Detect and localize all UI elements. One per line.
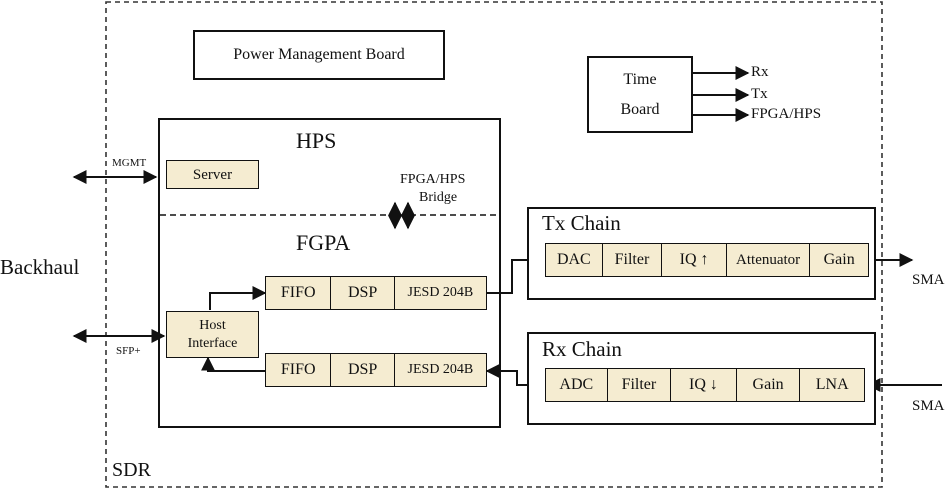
rx-chain-blocks: ADC Filter IQ ↓ Gain LNA (545, 368, 865, 402)
time-board-line2: Board (620, 100, 660, 118)
fpga-tx-path: FIFO DSP JESD 204B (265, 276, 487, 310)
sfp-label: SFP+ (116, 345, 141, 357)
bridge-label-line1: FPGA/HPS (400, 172, 466, 187)
adc-block: ADC (546, 369, 608, 401)
dac-block: DAC (546, 244, 603, 276)
tx-chain-blocks: DAC Filter IQ ↑ Attenuator Gain (545, 243, 869, 277)
tx-filter-block: Filter (602, 244, 663, 276)
power-board-label: Power Management Board (233, 46, 405, 63)
server-block: Server (166, 160, 259, 189)
rx-gain-block: Gain (736, 369, 801, 401)
server-label: Server (192, 166, 233, 183)
bridge-label-line2: Bridge (419, 190, 458, 205)
rx-dsp-block: DSP (331, 354, 395, 386)
iq-up-block: IQ ↑ (662, 244, 727, 276)
tx-dsp-block: DSP (331, 277, 395, 309)
sdr-boundary (105, 1, 883, 488)
tx-sma-label: SMA (912, 272, 945, 288)
time-output-rx: Rx (751, 64, 769, 80)
time-output-tx: Tx (751, 86, 768, 102)
lna-block: LNA (800, 369, 864, 401)
tx-fifo-block: FIFO (266, 277, 332, 309)
backhaul-label: Backhaul (0, 255, 80, 279)
rx-jesd-block: JESD 204B (394, 354, 486, 386)
tx-gain-block: Gain (810, 244, 868, 276)
fpga-rx-path: FIFO DSP JESD 204B (265, 353, 487, 387)
iq-down-block: IQ ↓ (671, 369, 737, 401)
host-interface-line2: Interface (187, 335, 238, 351)
tx-chain-title: Tx Chain (542, 211, 621, 235)
rx-fifo-to-host (201, 356, 265, 372)
host-interface-block: Host Interface (166, 311, 259, 358)
rx-filter-block: Filter (607, 369, 672, 401)
power-management-board: Power Management Board (193, 30, 445, 80)
rx-fifo-block: FIFO (266, 354, 332, 386)
mgmt-label: MGMT (112, 157, 147, 169)
hps-fpga-box (158, 118, 501, 428)
time-board-line1: Time (623, 70, 657, 88)
rx-sma-label: SMA (912, 398, 945, 414)
host-interface-line1: Host (199, 317, 226, 333)
hps-title: HPS (296, 128, 337, 153)
tx-jesd-block: JESD 204B (394, 277, 486, 309)
time-board: Time Board (587, 56, 693, 133)
rx-chain-title: Rx Chain (542, 337, 622, 361)
sdr-label: SDR (112, 459, 151, 481)
fpga-title: FGPA (296, 230, 351, 255)
time-output-fpga-hps: FPGA/HPS (751, 106, 822, 122)
attenuator-block: Attenuator (726, 244, 811, 276)
host-to-tx-fifo (209, 286, 267, 310)
